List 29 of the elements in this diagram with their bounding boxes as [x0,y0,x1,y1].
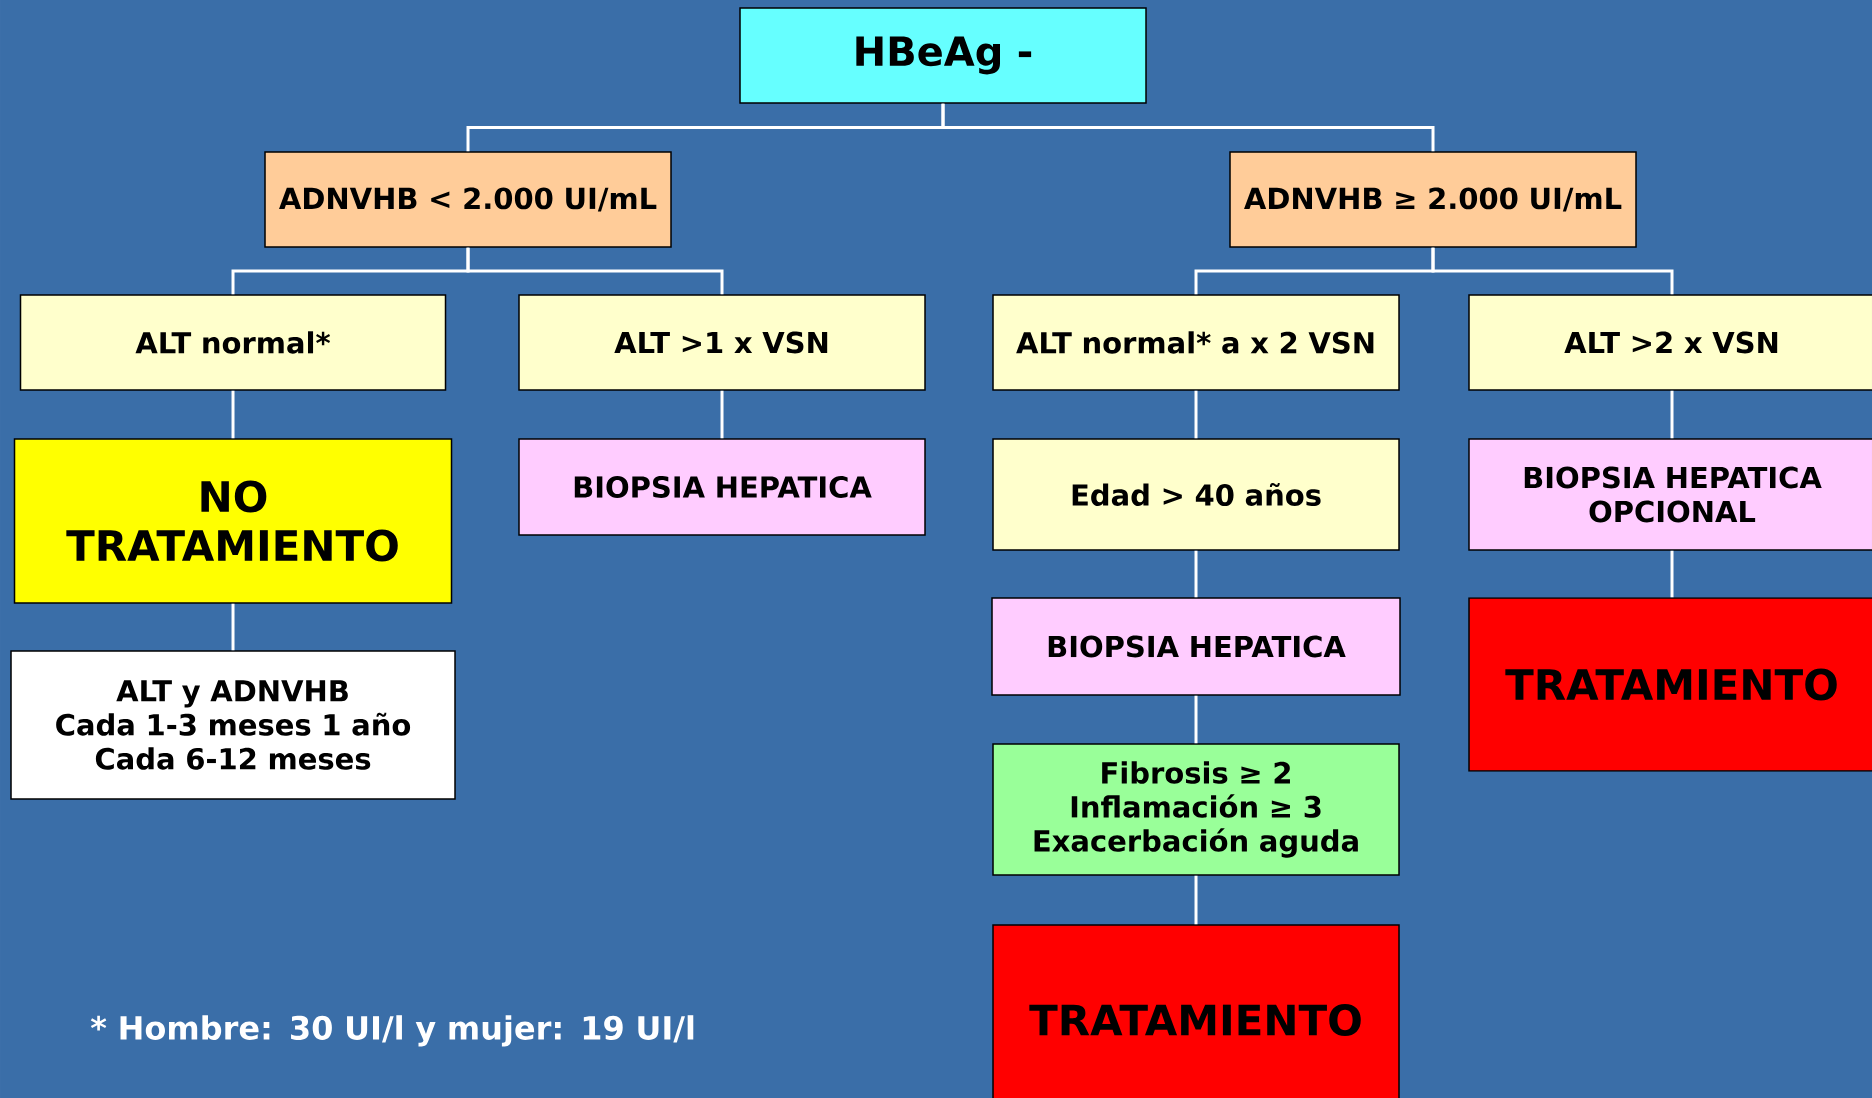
connector-line [466,247,724,295]
condition-box: ALT normal* [19,294,447,391]
condition-box: ALT >1 x VSN [518,294,926,391]
outcome-box: NO TRATAMIENTO [13,438,453,604]
connector-line [231,390,235,439]
connector-line [231,603,235,651]
condition-box: Edad > 40 años [992,438,1400,551]
process-box: BIOPSIA HEPATICA [518,438,926,536]
connector-line [1194,390,1198,439]
connector-line [1431,247,1674,295]
condition-box: ALT >2 x VSN [1468,294,1872,391]
connector-line [1194,550,1198,598]
connector-line [720,390,724,439]
process-box: BIOPSIA HEPATICA [991,597,1401,696]
connector-line [1670,550,1674,598]
connector-line [941,103,1435,152]
condition-box: ADNVHB ≥ 2.000 UI/mL [1229,151,1637,248]
connector-line [1194,875,1198,925]
heading-box: HBeAg - [739,7,1147,104]
condition-box: ALT normal* a x 2 VSN [992,294,1400,391]
process-box: BIOPSIA HEPATICA OPCIONAL [1468,438,1872,551]
outcome-box: TRATAMIENTO [1468,597,1872,772]
connector-line [1670,390,1674,439]
connector-line [1194,695,1198,744]
footnote: * Hombre: 30 UI/l y mujer: 19 UI/l [90,1015,694,1047]
outcome-box: TRATAMIENTO [992,924,1400,1098]
condition-box: Fibrosis ≥ 2 Inflamación ≥ 3 Exacerbación aguda [992,743,1400,876]
note-box: ALT y ADNVHB Cada 1-3 meses 1 año Cada 6-12 meses [10,650,456,800]
condition-box: ADNVHB < 2.000 UI/mL [264,151,672,248]
